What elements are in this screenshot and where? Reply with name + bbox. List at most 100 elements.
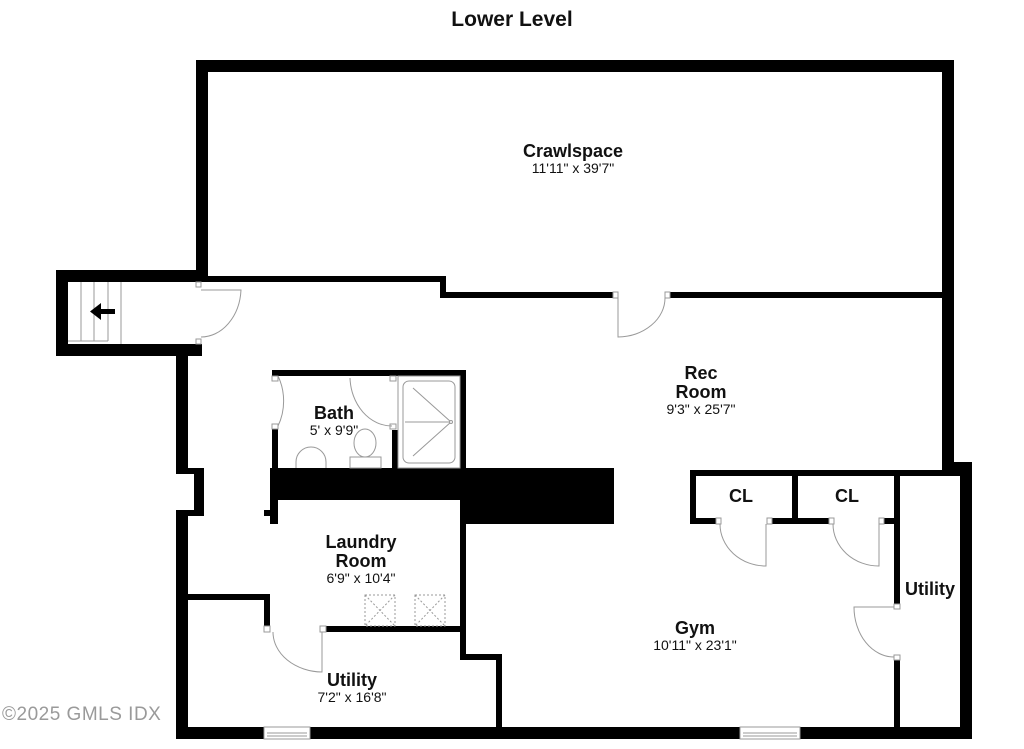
utility-door-swing <box>853 606 895 658</box>
room-name: CL <box>835 486 859 506</box>
bath-door-swing-left <box>277 375 285 427</box>
wall-left-bump <box>194 468 204 514</box>
wall-right-lower <box>960 462 972 739</box>
wall-utility-right-left-upper <box>894 470 900 604</box>
washer-icon <box>364 594 396 627</box>
sink-icon <box>295 446 327 468</box>
wall-closet-left <box>690 470 696 524</box>
room-name: Crawlspace <box>522 141 624 161</box>
wall-bath-left <box>272 428 278 470</box>
door-jamb <box>828 517 835 525</box>
room-name: Room <box>335 551 387 571</box>
door-jamb <box>878 517 885 525</box>
door-jamb <box>263 625 271 633</box>
wall-closet-top <box>690 470 960 476</box>
room-closet-1: CL <box>729 487 753 506</box>
wall-closet2-bottom-b <box>884 518 898 524</box>
dryer-icon <box>414 594 446 627</box>
bath-fixtures <box>295 375 461 469</box>
wall-bath-top <box>272 370 466 376</box>
wall-laundry-left-tab <box>264 510 278 516</box>
wall-crawl-bottom-mid <box>440 292 613 298</box>
wall-stair-top <box>56 270 202 282</box>
room-dimensions: 10'11" x 23'1" <box>653 637 737 653</box>
doors <box>195 281 901 673</box>
wall-crawl-left <box>196 60 208 282</box>
room-name: Bath <box>313 403 354 423</box>
wall-closet-divider <box>792 470 798 524</box>
wall-utility-step <box>460 654 502 660</box>
windows <box>263 726 801 740</box>
wall-bottom-b <box>310 727 740 739</box>
room-name: Room <box>675 382 727 402</box>
wall-laundry-bottom <box>326 626 466 632</box>
room-bath: Bath 5' x 9'9" <box>310 404 358 438</box>
shower-enclosure <box>397 375 461 469</box>
wall-left-jog2 <box>176 510 204 516</box>
wall-bottom-a <box>176 727 264 739</box>
laundry-door-swing <box>272 631 323 673</box>
closet2-door-swing <box>832 523 880 567</box>
room-dimensions: 7'2" x 16'8" <box>317 689 387 705</box>
door-jamb <box>195 338 202 345</box>
room-utility-left: Utility 7'2" x 16'8" <box>318 671 387 705</box>
wall-bath-mid <box>392 430 398 470</box>
door-jamb <box>389 423 397 430</box>
wall-crawl-bottom-left <box>196 276 446 282</box>
copyright-watermark: ©2025 GMLS IDX <box>2 704 162 725</box>
bath-door-swing-right <box>349 377 393 427</box>
room-name: Gym <box>674 618 716 638</box>
wall-right-jog <box>942 462 972 472</box>
room-closet-2: CL <box>835 487 859 506</box>
floor-title: Lower Level <box>451 8 573 31</box>
wall-left-upper <box>176 344 188 474</box>
walls <box>56 60 972 739</box>
door-jamb <box>893 654 901 661</box>
wall-left-jog <box>176 468 200 474</box>
door-jamb <box>715 517 722 525</box>
door-jamb <box>195 281 202 288</box>
wall-utility-top-stub <box>264 594 270 632</box>
stair-door-swing <box>200 289 242 338</box>
stairs-arrow-icon <box>90 303 115 320</box>
door-jamb <box>271 423 279 430</box>
room-name: Utility <box>326 670 377 690</box>
door-jamb <box>319 625 327 633</box>
wall-right-upper <box>942 60 954 470</box>
wall-central-block <box>460 468 614 524</box>
wall-utility-right-left-lower <box>894 660 900 739</box>
wall-laundry-right <box>460 468 466 660</box>
wall-closet-bottom-mid <box>772 518 830 524</box>
room-dimensions: 9'3" x 25'7" <box>666 401 736 417</box>
room-gym: Gym 10'11" x 23'1" <box>653 619 737 653</box>
toilet-tank-icon <box>349 456 382 469</box>
wall-bottom-c <box>800 727 972 739</box>
shower-pan <box>402 380 456 464</box>
room-dimensions: 5' x 9'9" <box>309 422 359 438</box>
door-jamb <box>389 375 397 382</box>
door-jamb <box>271 375 279 382</box>
room-rec-room: Rec Room 9'3" x 25'7" <box>667 364 736 417</box>
room-name: Rec <box>684 363 718 383</box>
wall-stair-bottom <box>56 344 202 356</box>
door-jamb <box>664 291 671 299</box>
wall-utility-right <box>496 654 502 739</box>
room-laundry: Laundry Room 6'9" x 10'4" <box>325 533 396 586</box>
wall-utility-top <box>188 594 270 600</box>
room-name: Utility <box>904 579 956 599</box>
wall-crawl-bottom-right <box>670 292 944 298</box>
door-jamb <box>893 603 901 610</box>
room-utility-right: Utility <box>905 580 955 599</box>
wall-crawl-top <box>196 60 954 72</box>
door-jamb <box>766 517 773 525</box>
door-jamb <box>612 291 619 299</box>
wall-closet1-bottom-a <box>690 518 720 524</box>
wall-stair-left <box>56 270 68 356</box>
closet1-door-swing <box>719 523 767 567</box>
room-crawlspace: Crawlspace 11'11" x 39'7" <box>523 142 623 176</box>
wall-crawl-step <box>440 276 446 298</box>
room-dimensions: 6'9" x 10'4" <box>326 570 396 586</box>
room-name: CL <box>729 486 753 506</box>
wall-left-lower <box>176 510 188 738</box>
